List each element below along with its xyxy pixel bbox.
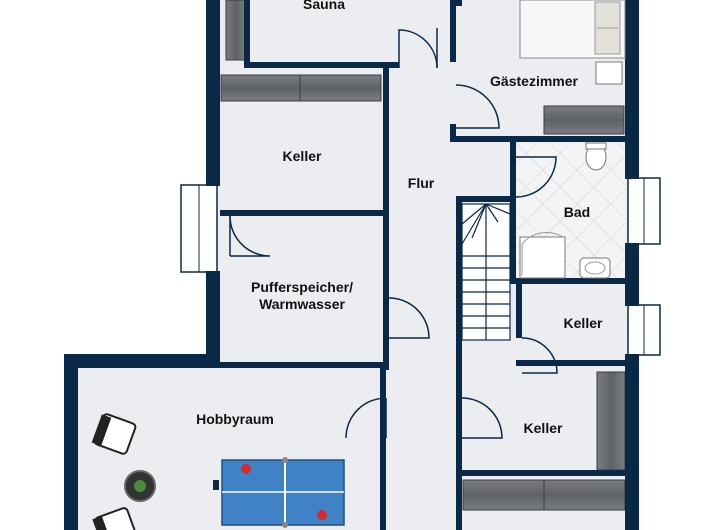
room-label-pufferspeicher: Pufferspeicher/ bbox=[251, 279, 353, 295]
cabinets bbox=[220, 0, 626, 511]
room-labels: Sauna Gästezimmer Keller Flur Bad Puffer… bbox=[196, 0, 603, 436]
room-label-flur: Flur bbox=[408, 175, 435, 191]
robot-vacuum-icon bbox=[124, 470, 156, 502]
bed-icon bbox=[519, 0, 626, 85]
room-label-keller-top: Keller bbox=[283, 148, 322, 164]
room-label-keller-bottom: Keller bbox=[524, 420, 563, 436]
room-label-sauna: Sauna bbox=[303, 0, 345, 12]
room-label-hobbyraum: Hobbyraum bbox=[196, 411, 274, 427]
room-label-bad: Bad bbox=[564, 204, 590, 220]
toilet-icon bbox=[585, 142, 607, 171]
room-label-gaestezimmer: Gästezimmer bbox=[490, 73, 578, 89]
room-label-warmwasser: Warmwasser bbox=[259, 296, 345, 312]
walls bbox=[64, 0, 639, 530]
armchair-icon bbox=[91, 413, 137, 455]
windows bbox=[180, 177, 661, 356]
shower-icon bbox=[519, 231, 566, 279]
sink-icon bbox=[579, 257, 611, 279]
staircase-icon bbox=[461, 203, 511, 341]
doors bbox=[229, 28, 558, 439]
ping-pong-table-icon bbox=[221, 457, 345, 528]
room-label-keller-right: Keller bbox=[564, 315, 603, 331]
